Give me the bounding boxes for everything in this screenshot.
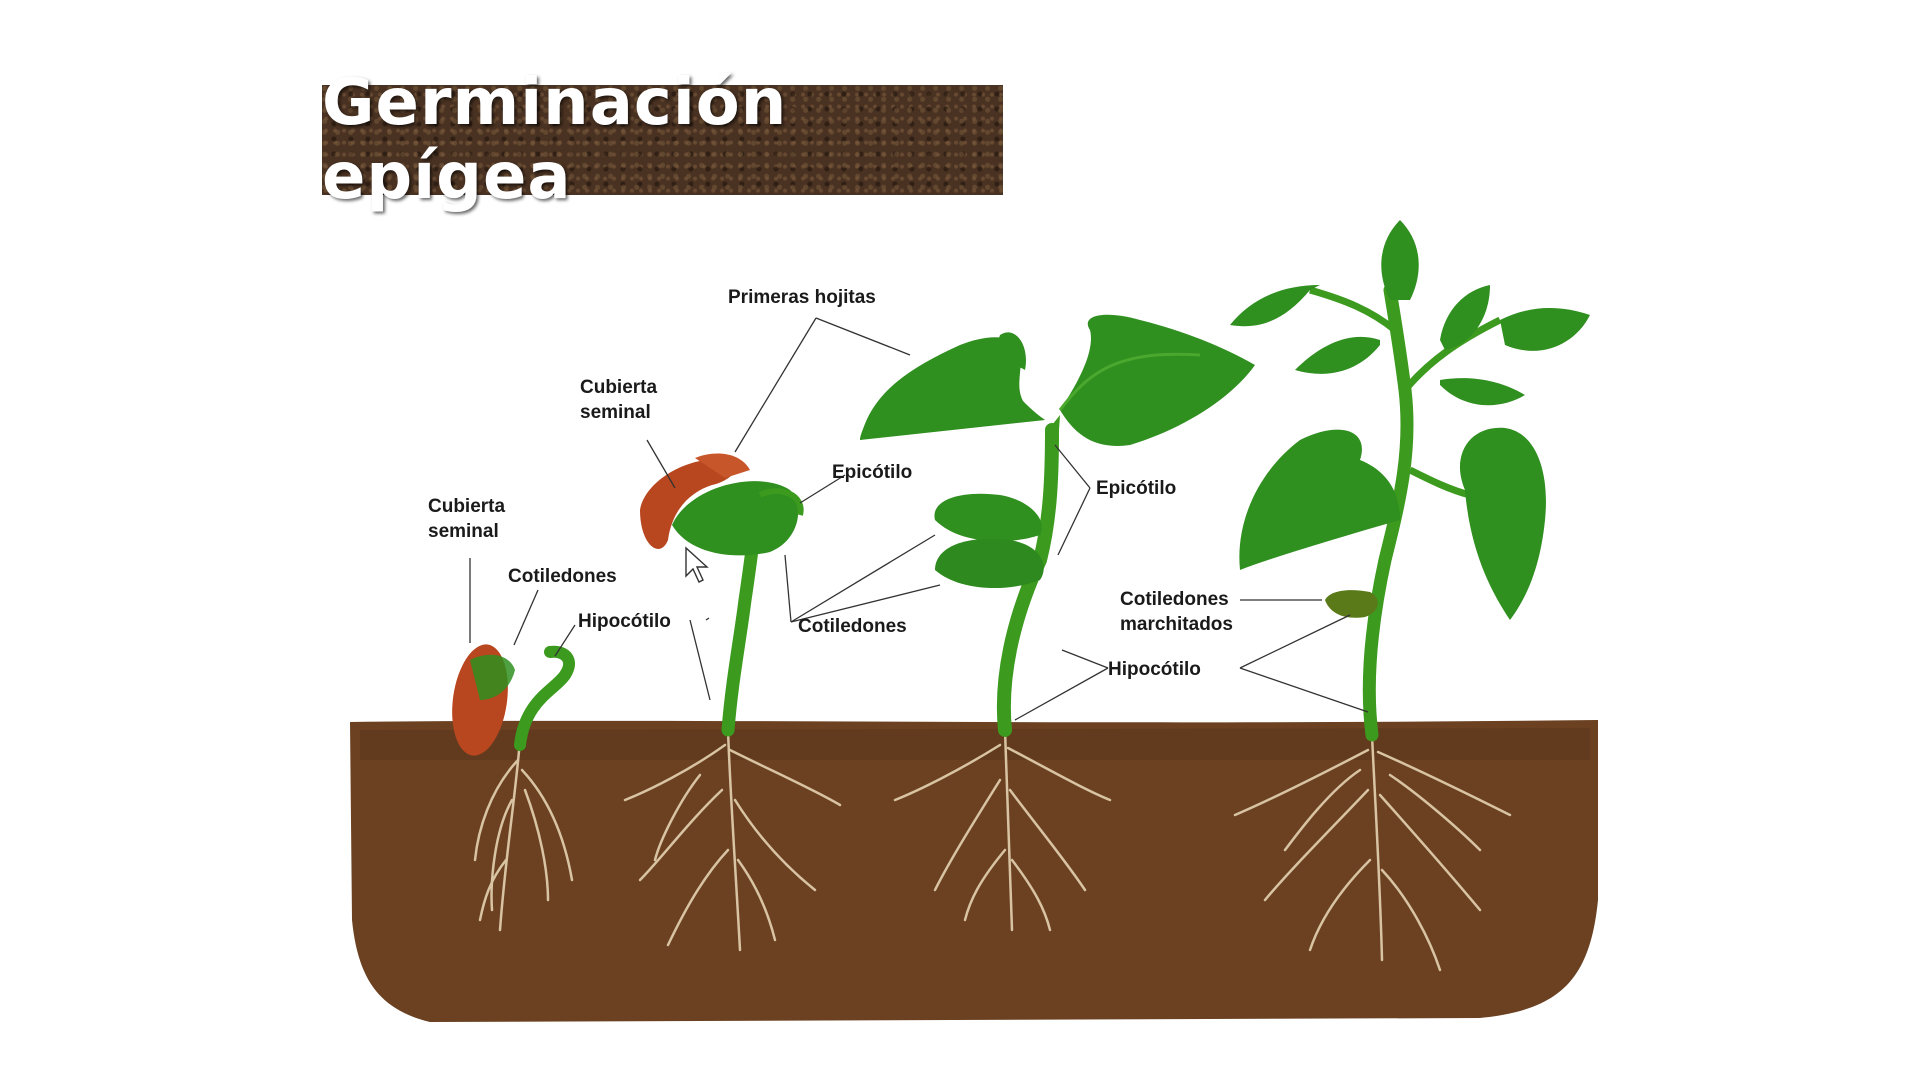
stage-4-cotyledons-withered bbox=[1325, 590, 1378, 618]
stage-2-cotyledons bbox=[672, 481, 799, 556]
stage-4-roots bbox=[1233, 733, 1512, 972]
stage-1-seedling bbox=[452, 644, 575, 932]
stage-2-roots bbox=[623, 728, 842, 952]
label-cotiledones-marchitados: Cotiledones marchitados bbox=[1120, 589, 1234, 635]
diagram-labels: Cubierta seminal Cotiledones Hipocótilo … bbox=[428, 287, 1234, 680]
diagram-title: Germinación epígea bbox=[322, 66, 788, 214]
label-cotiledones-marchitados-line1: Cotiledones bbox=[1120, 589, 1229, 610]
stage-4-leaf-top-center bbox=[1381, 220, 1419, 300]
stage-4-leaf-lower-left bbox=[1239, 429, 1400, 570]
stage-4-stem bbox=[1362, 283, 1414, 742]
label-primeras-hojitas: Primeras hojitas bbox=[728, 287, 876, 308]
title-banner: Germinación epígea bbox=[322, 66, 1003, 214]
mouse-cursor-icon bbox=[685, 546, 709, 583]
stage-3-roots bbox=[893, 728, 1112, 932]
callout-lines bbox=[469, 317, 1369, 721]
stage-2-seed-coat bbox=[640, 459, 736, 549]
label-cubierta-seminal-2-line2: seminal bbox=[580, 402, 651, 423]
stage-4-leaf-top-left bbox=[1230, 285, 1380, 374]
label-cubierta-seminal-1: Cubierta seminal bbox=[428, 496, 510, 542]
soil bbox=[350, 720, 1598, 1022]
stage-1-hypocotyl bbox=[514, 645, 575, 751]
stage-4-leaf-top-right bbox=[1440, 285, 1590, 406]
label-epicotilo-1: Epicótilo bbox=[832, 462, 912, 483]
label-cubierta-seminal-1-line1: Cubierta bbox=[428, 496, 506, 517]
stage-2-seedling bbox=[623, 453, 842, 952]
label-cubierta-seminal-2-line1: Cubierta bbox=[580, 377, 658, 398]
label-cubierta-seminal-1-line2: seminal bbox=[428, 521, 499, 542]
stage-3-cotyledon-upper bbox=[934, 493, 1042, 542]
stage-2-hypocotyl bbox=[721, 543, 759, 737]
stage-4-leaf-lower-right bbox=[1459, 427, 1546, 620]
stage-3-cotyledon-lower bbox=[935, 538, 1044, 589]
label-hipocotilo-2: Hipocótilo bbox=[1108, 659, 1201, 680]
stage-4-plant bbox=[1230, 220, 1590, 972]
stage-3-seedling bbox=[860, 314, 1255, 932]
stage-3-leaf-right bbox=[1060, 314, 1255, 446]
label-hipocotilo-1: Hipocótilo bbox=[578, 611, 671, 632]
label-cotiledones-1: Cotiledones bbox=[508, 566, 617, 587]
label-epicotilo-2: Epicótilo bbox=[1096, 478, 1176, 499]
stage-1-roots bbox=[473, 738, 574, 932]
label-cubierta-seminal-2: Cubierta seminal bbox=[580, 377, 662, 423]
label-cotiledones-marchitados-line2: marchitados bbox=[1120, 614, 1233, 635]
label-cotiledones-2: Cotiledones bbox=[798, 616, 907, 637]
